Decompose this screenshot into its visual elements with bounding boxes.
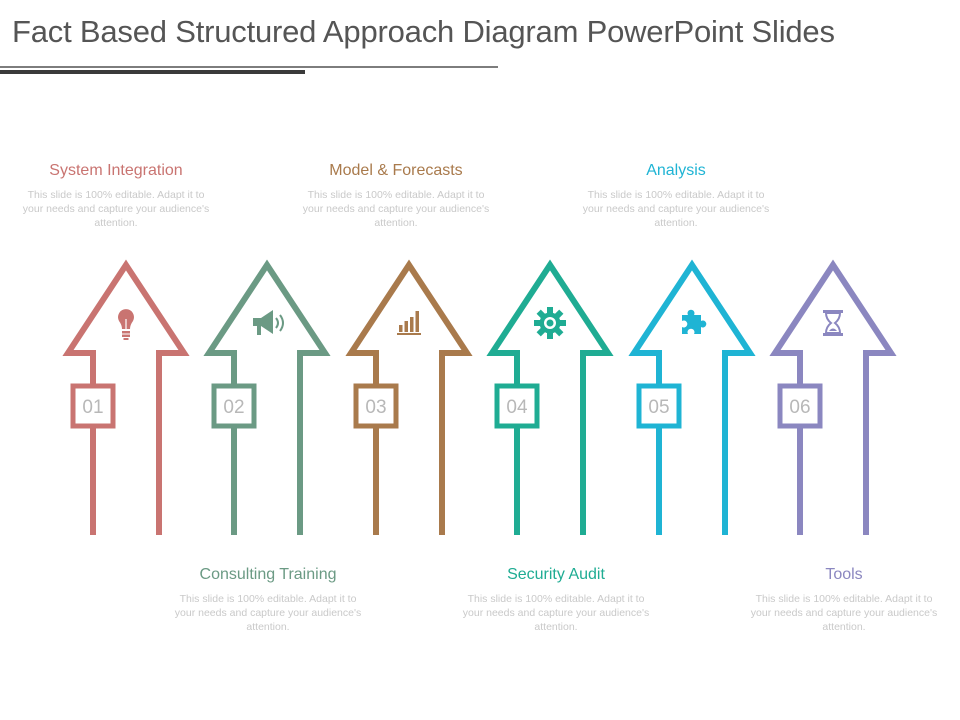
page-title: Fact Based Structured Approach Diagram P… [12,14,835,49]
caption-2: Consulting Training This slide is 100% e… [168,565,368,634]
gear-icon [534,307,566,339]
step-heading: System Integration [49,162,183,179]
step-description: This slide is 100% editable. Adapt it to… [462,593,650,633]
step-number-box [353,383,399,429]
step-heading: Analysis [646,162,706,179]
step-description: This slide is 100% editable. Adapt it to… [22,189,210,229]
arrow-06: 06 [769,259,897,535]
light-bulb-icon [118,309,134,340]
step-number-box [777,383,823,429]
step-number: 01 [82,397,103,418]
step-number-box [636,383,682,429]
hourglass-icon [823,310,843,336]
step-number: 06 [789,397,810,418]
arrow-01: 01 [62,259,190,535]
step-heading: Consulting Training [199,566,337,583]
arrow-05: 05 [628,259,756,535]
megaphone-icon [253,310,284,335]
title-underline-thin [0,66,498,68]
step-heading: Security Audit [507,566,605,583]
arrow-03: 03 [345,259,473,535]
caption-5: Analysis This slide is 100% editable. Ad… [576,161,776,230]
step-number: 05 [648,397,669,418]
arrow-04: 04 [486,259,614,535]
caption-3: Model & Forecasts This slide is 100% edi… [296,161,496,230]
step-description: This slide is 100% editable. Adapt it to… [302,189,490,229]
step-number-box [70,383,116,429]
step-heading: Tools [825,566,863,583]
step-number: 03 [365,397,386,418]
step-number-box [211,383,257,429]
arrow-02: 02 [203,259,331,535]
bar-chart-icon [397,311,421,335]
caption-4: Security Audit This slide is 100% editab… [456,565,656,634]
step-description: This slide is 100% editable. Adapt it to… [582,189,770,229]
step-number-box [494,383,540,429]
caption-1: System Integration This slide is 100% ed… [16,161,216,230]
step-heading: Model & Forecasts [329,162,463,179]
caption-6: Tools This slide is 100% editable. Adapt… [744,565,944,634]
step-number: 04 [506,397,528,418]
title-underline-thick [0,70,305,74]
step-number: 02 [223,397,244,418]
step-description: This slide is 100% editable. Adapt it to… [174,593,362,633]
step-description: This slide is 100% editable. Adapt it to… [750,593,938,633]
puzzle-icon [682,309,707,334]
